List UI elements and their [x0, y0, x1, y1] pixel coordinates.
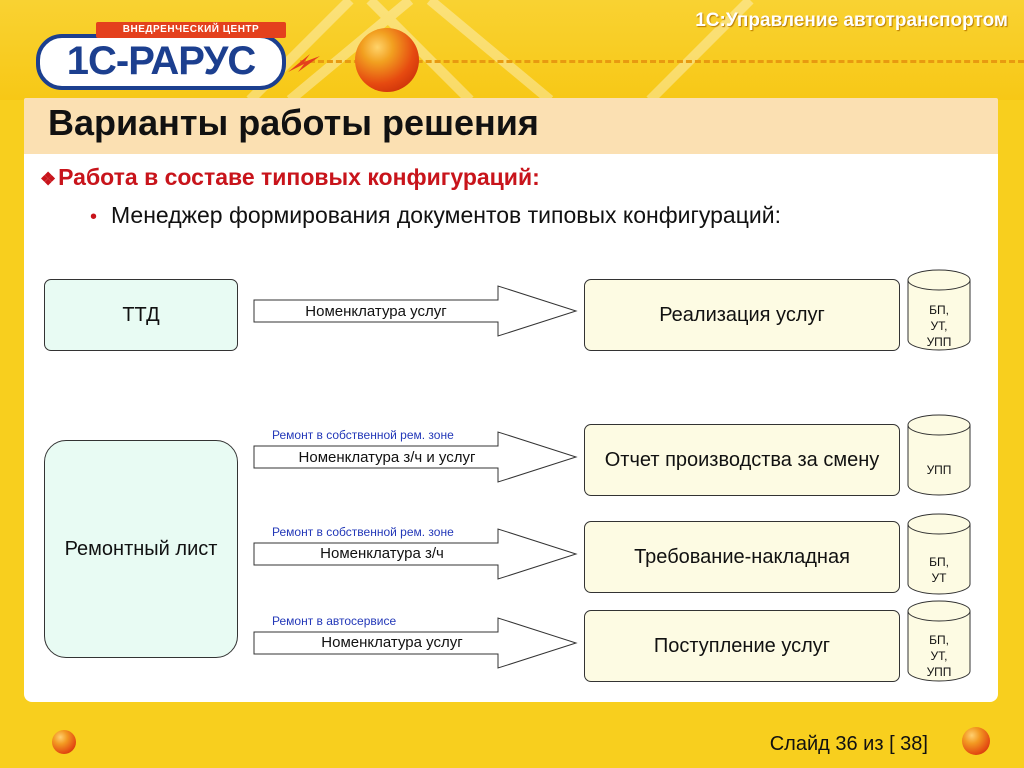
target-document: Поступление услуг [584, 610, 900, 682]
section-heading: ❖Работа в составе типовых конфигураций: [40, 164, 540, 191]
source-repair-sheet-label: Ремонтный лист [64, 537, 218, 560]
target-document: Отчет производства за смену [584, 424, 900, 496]
flow-label: Номенклатура услуг [305, 303, 447, 320]
target-document-label: Требование-накладная [634, 545, 850, 568]
company-logo: 1С-РАРУС ВНЕДРЕНЧЕСКИЙ ЦЕНТР [36, 22, 320, 90]
flow-arrow [253, 431, 578, 483]
flow-label: Номенклатура з/ч и услуг [298, 449, 476, 466]
title-bar [24, 98, 998, 156]
database-label: БП,УТ,УПП [926, 303, 952, 349]
target-document-label: Реализация услуг [659, 303, 825, 326]
decorative-ball-small [962, 727, 990, 755]
database-label: БП,УТ,УПП [926, 633, 952, 679]
slide-title: Варианты работы решения [48, 102, 539, 143]
database-cylinder-icon [907, 513, 971, 595]
target-document: Реализация услуг [584, 279, 900, 351]
slide-number: Слайд 36 из [ 38] [769, 733, 928, 755]
flow-label: Номенклатура услуг [321, 634, 463, 651]
decorative-ball [355, 28, 419, 92]
flow-note: Ремонт в собственной рем. зоне [272, 428, 454, 442]
diamond-cluster-icon: ❖ [40, 169, 57, 189]
section-heading-text: Работа в составе типовых конфигураций: [58, 164, 540, 190]
decorative-ball-small [52, 730, 76, 754]
database-label: БП,УТ [929, 555, 949, 585]
flow-arrow [253, 617, 578, 669]
flow-note: Ремонт в автосервисе [272, 614, 397, 628]
logo-text: 1С-РАРУС [66, 39, 256, 83]
database-cylinder-icon [907, 600, 971, 682]
lightning-icon [288, 54, 320, 72]
database-label: УПП [926, 463, 952, 477]
flow-label: Номенклатура з/ч [320, 545, 444, 562]
source-ttd-label: ТТД [122, 303, 160, 326]
database-cylinder-icon [907, 269, 971, 351]
target-document-label: Отчет производства за смену [604, 448, 880, 471]
logo-frame [36, 34, 286, 90]
database-cylinder-icon [907, 414, 971, 496]
source-ttd: ТТД [44, 279, 238, 351]
section-subheading-text: Менеджер формирования документов типовых… [111, 202, 781, 228]
flow-note: Ремонт в собственной рем. зоне [272, 525, 454, 539]
section-subheading: • Менеджер формирования документов типовы… [90, 202, 781, 229]
flow-arrow [253, 285, 578, 337]
bullet-dot-icon: • [90, 206, 98, 228]
logo-banner: ВНЕДРЕНЧЕСКИЙ ЦЕНТР [96, 22, 286, 38]
flow-arrow [253, 528, 578, 580]
app-title: 1С:Управление автотранспортом [695, 10, 1008, 31]
source-repair-sheet: Ремонтный лист [44, 440, 238, 658]
target-document-label: Поступление услуг [653, 634, 831, 657]
decorative-dash-line [300, 60, 1024, 63]
target-document: Требование-накладная [584, 521, 900, 593]
